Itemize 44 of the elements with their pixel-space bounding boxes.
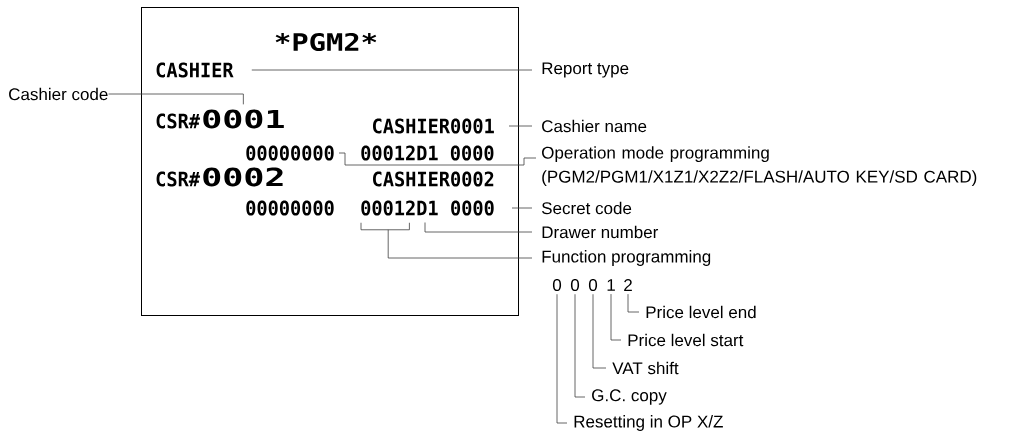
receipt-text: 00012D1 0000 xyxy=(361,145,494,161)
callout-label: Secret code xyxy=(541,201,632,215)
receipt-text: 00000000 xyxy=(246,200,334,216)
callout-label: Price level start xyxy=(628,333,744,347)
receipt-text: 00000000 xyxy=(246,145,334,161)
leader-line xyxy=(108,93,244,105)
code-digit: 0 xyxy=(570,279,580,292)
code-digit: 0 xyxy=(552,279,562,292)
code-digit: 2 xyxy=(624,279,632,291)
receipt-text: CASHIER xyxy=(156,62,234,78)
callout-label: G.C. copy xyxy=(592,389,667,405)
callout-label: Resetting in OP X/Z xyxy=(574,415,723,431)
leader-line xyxy=(574,293,586,398)
receipt-text: 00012 xyxy=(361,200,415,216)
receipt-text: CSR# xyxy=(156,171,200,187)
receipt-box xyxy=(141,7,519,316)
leader-line xyxy=(627,293,640,313)
code-digit: 0 xyxy=(588,279,598,292)
leader-line xyxy=(610,293,622,341)
receipt-text: CASHIER0002 xyxy=(373,171,494,187)
code-digit: 1 xyxy=(607,279,615,291)
leader-line xyxy=(556,293,568,424)
receipt-text: CSR# xyxy=(156,113,200,129)
receipt-text: *PGM2* xyxy=(275,32,377,52)
receipt-text: D1 xyxy=(417,200,438,216)
callout-label: VAT shift xyxy=(612,361,679,375)
leader-line xyxy=(251,69,533,71)
leader-line xyxy=(508,125,533,127)
receipt-text: CASHIER0001 xyxy=(373,118,494,134)
receipt-text: 0001 xyxy=(203,109,284,129)
leader-line xyxy=(338,152,537,166)
leader-line xyxy=(424,222,533,233)
callout-label: Price level end xyxy=(646,305,756,319)
callout-label: Operation mode programming (PGM2/PGM1/X1Z1/X2Z2/FLASH/AUTO KEY/SD CARD) xyxy=(542,146,977,187)
callout-label: Report type xyxy=(542,62,629,78)
callout-label: Cashier name xyxy=(542,119,647,133)
callout-label: Cashier code xyxy=(9,87,108,101)
callout-label: Drawer number xyxy=(542,225,659,239)
leader-line xyxy=(592,293,607,369)
receipt-text: 0002 xyxy=(203,167,283,187)
receipt-text: 0000 xyxy=(451,200,494,216)
leader-line xyxy=(360,222,533,259)
callout-label: Function programming xyxy=(542,250,711,266)
leader-line xyxy=(511,207,533,209)
